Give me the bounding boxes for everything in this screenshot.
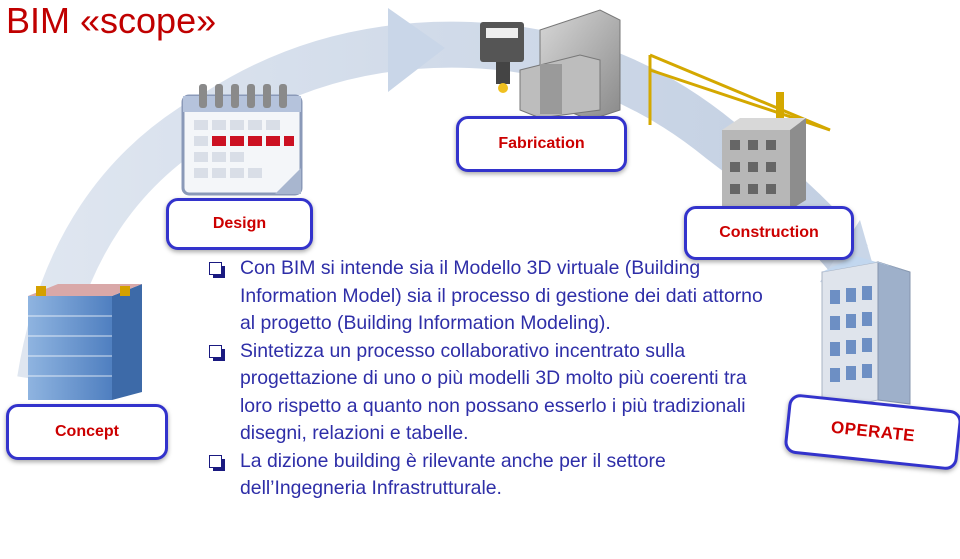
calendar-icon: [181, 84, 303, 196]
stage-fabrication-label: Fabrication: [498, 135, 585, 152]
bullet-item: Sintetizza un processo collaborativo inc…: [208, 338, 778, 448]
cnc-machine-icon: [480, 9, 621, 121]
construction-building-icon: [722, 118, 806, 210]
stage-construction: Construction: [684, 206, 854, 260]
skyscraper-icon: [821, 256, 911, 413]
bullet-text: Sintetizza un processo collaborativo inc…: [240, 339, 747, 445]
stage-concept-label: Concept: [55, 423, 119, 440]
stage-design-label: Design: [212, 215, 267, 232]
stage-fabrication: Fabrication: [456, 116, 627, 172]
stage-concept: Concept: [6, 404, 168, 460]
stage-construction-label: Construction: [719, 224, 819, 241]
stage-operate-label: OPERATE: [830, 417, 917, 446]
bullet-list: Con BIM si intende sia il Modello 3D vir…: [208, 255, 778, 503]
page-title: BIM «scope»: [6, 0, 217, 41]
checkbox-bullet-icon: [209, 262, 225, 278]
checkbox-bullet-icon: [209, 454, 225, 471]
stage-design: Design: [166, 198, 313, 250]
bullet-item: La dizione building è rilevante anche pe…: [208, 448, 778, 503]
checkbox-bullet-icon: [209, 344, 225, 361]
bullet-text: La dizione building è rilevante anche pe…: [240, 449, 666, 500]
bullet-item: Con BIM si intende sia il Modello 3D vir…: [208, 255, 778, 338]
bullet-text: Con BIM si intende sia il Modello 3D vir…: [240, 257, 763, 334]
office-building-icon: [28, 284, 142, 400]
